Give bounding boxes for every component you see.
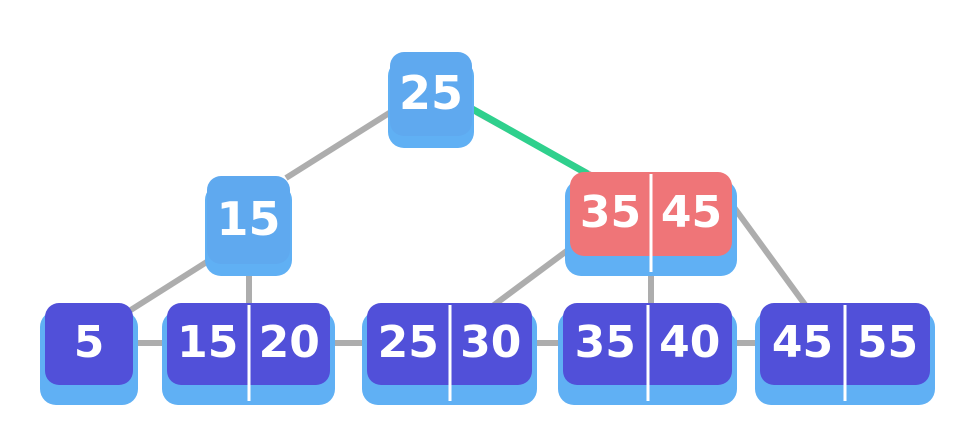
node-keys: 15 — [207, 176, 290, 264]
node-internal-15[interactable]: 15 — [205, 176, 292, 276]
node-leaf-5[interactable]: 5 — [40, 303, 138, 405]
key-cell: 55 — [856, 317, 919, 368]
edge-root-to-internal-15 — [284, 107, 396, 181]
key-cell: 15 — [177, 317, 239, 368]
key-cell: 25 — [377, 317, 439, 368]
edge-internal-35-45-to-leaf-45-55 — [730, 204, 809, 308]
key-cell: 35 — [574, 317, 636, 368]
node-leaf-45-55[interactable]: 45 55 — [755, 303, 935, 405]
key-cell: 25 — [398, 65, 463, 120]
node-leaf-15-20[interactable]: 15 20 — [162, 303, 335, 405]
cell-divider — [843, 305, 847, 401]
key-cell: 20 — [258, 317, 320, 368]
node-leaf-35-40[interactable]: 35 40 — [558, 303, 737, 405]
key-cell: 45 — [771, 317, 834, 368]
node-root[interactable]: 25 — [388, 52, 474, 148]
node-keys: 5 — [45, 303, 133, 385]
key-cell: 15 — [216, 191, 281, 246]
edge-internal-35-45-to-leaf-25-30 — [488, 247, 570, 311]
cell-divider — [649, 174, 653, 272]
key-cell: 5 — [73, 317, 105, 368]
node-keys: 25 — [390, 52, 472, 136]
cell-divider — [448, 305, 451, 401]
key-cell: 45 — [660, 187, 723, 238]
cell-divider — [247, 305, 250, 401]
key-cell: 35 — [579, 187, 642, 238]
cell-divider — [646, 305, 649, 401]
node-internal-35-45[interactable]: 35 45 — [565, 172, 737, 276]
node-leaf-25-30[interactable]: 25 30 — [362, 303, 537, 405]
key-cell: 30 — [460, 317, 522, 368]
highlight-edge-root-to-internal-35-45 — [463, 102, 590, 177]
edge-internal-15-to-leaf-5 — [124, 255, 215, 316]
key-cell: 40 — [659, 317, 721, 368]
